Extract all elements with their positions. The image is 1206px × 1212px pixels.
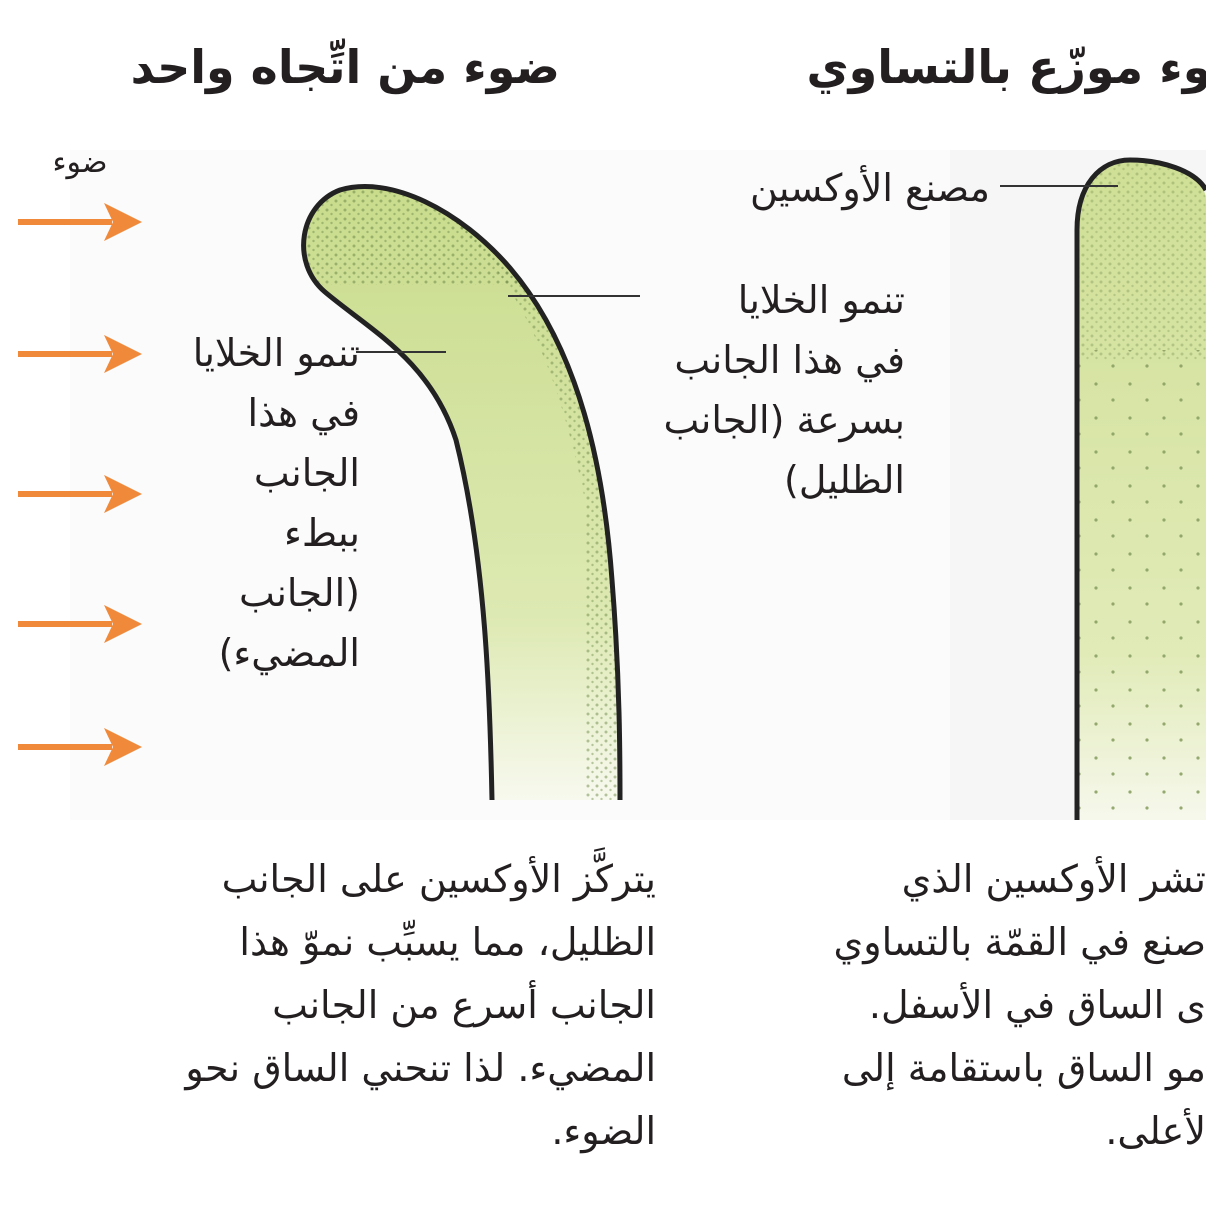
light-arrow: [18, 475, 142, 513]
caption-right: تشر الأوكسين الذي صنع في القمّة بالتساوي…: [790, 848, 1206, 1163]
shaded-side-label-line: بسرعة (الجانب: [610, 390, 905, 450]
caption-right-line: لأعلى.: [790, 1100, 1206, 1163]
caption-right-line: ى الساق في الأسفل.: [790, 974, 1206, 1037]
light-arrow: [18, 728, 142, 766]
caption-right-line: مو الساق باستقامة إلى: [790, 1037, 1206, 1100]
lit-side-label-line: الجانب: [150, 443, 360, 503]
lit-side-label-line: (الجانب: [150, 563, 360, 623]
shaded-side-label: تنمو الخلايا في هذا الجانب بسرعة (الجانب…: [610, 270, 905, 510]
light-arrow: [18, 335, 142, 373]
auxin-factory-label: مصنع الأوكسين: [690, 158, 990, 218]
caption-left-line: الضوء.: [90, 1100, 656, 1163]
shaded-side-label-line: تنمو الخلايا: [610, 270, 905, 330]
lit-side-label-line: في هذا: [150, 383, 360, 443]
title-one-direction-light: ضوء من اتِّجاه واحد: [160, 40, 560, 94]
caption-right-line: تشر الأوكسين الذي: [790, 848, 1206, 911]
shaded-side-label-line: الظليل): [610, 450, 905, 510]
lit-side-label-line: المضيء): [150, 623, 360, 683]
light-arrow: [18, 605, 142, 643]
caption-left-line: المضيء. لذا تنحني الساق نحو: [90, 1037, 656, 1100]
lit-side-label: تنمو الخلايا في هذا الجانب ببطء (الجانب …: [150, 323, 360, 683]
lit-side-label-line: ببطء: [150, 503, 360, 563]
caption-left-line: الجانب أسرع من الجانب: [90, 974, 656, 1037]
straight-stem: [1070, 160, 1206, 820]
caption-right-line: صنع في القمّة بالتساوي: [790, 911, 1206, 974]
lit-side-label-line: تنمو الخلايا: [150, 323, 360, 383]
caption-left-line: يتركَّز الأوكسين على الجانب: [90, 848, 656, 911]
light-arrow: [18, 203, 142, 241]
caption-left-line: الظليل، مما يسبِّب نموّ هذا: [90, 911, 656, 974]
light-label: ضوء: [30, 145, 130, 180]
title-uniform-light: ضوء موزّع بالتساوي: [796, 40, 1206, 94]
shaded-side-label-line: في هذا الجانب: [610, 330, 905, 390]
caption-left: يتركَّز الأوكسين على الجانب الظليل، مما …: [90, 848, 656, 1163]
